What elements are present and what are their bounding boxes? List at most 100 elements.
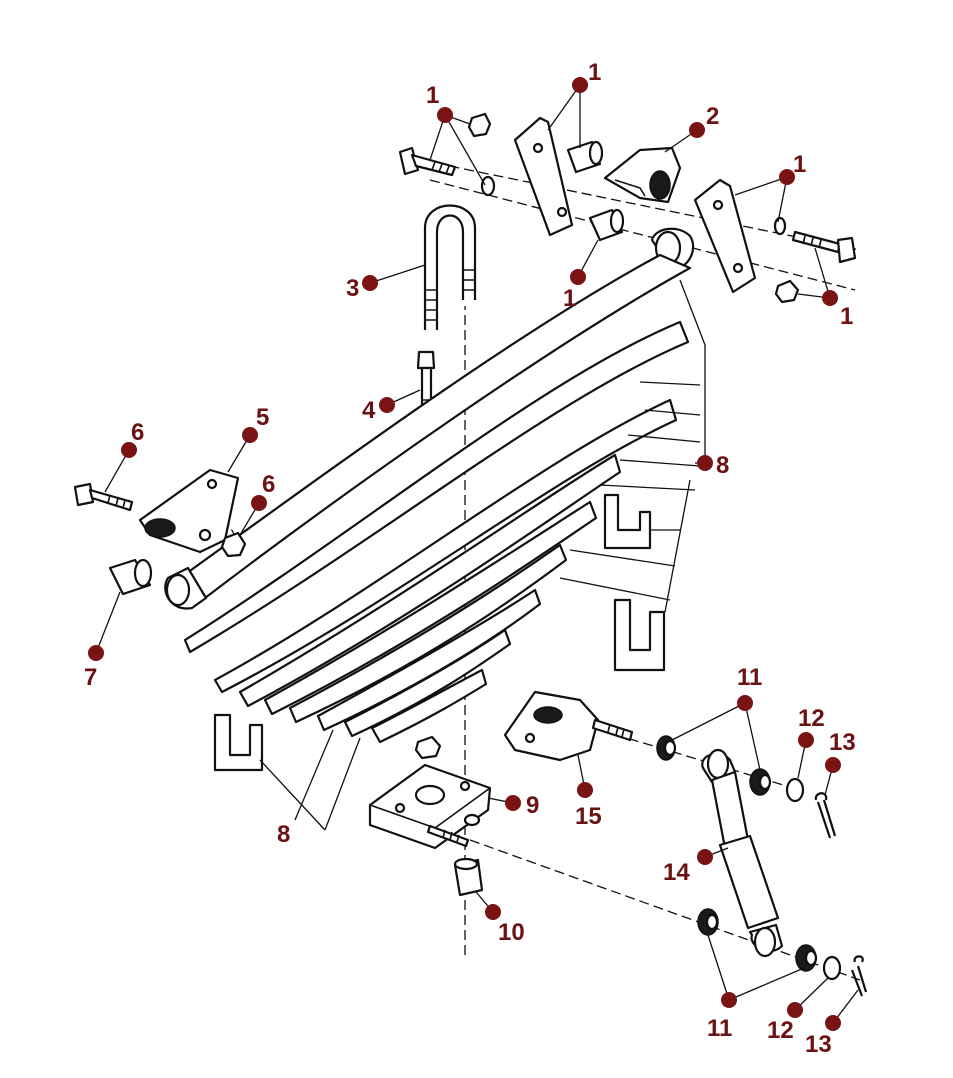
callout-dot [779,169,795,185]
callout-label: 10 [498,919,525,946]
callout-label: 12 [767,1017,794,1044]
shock-washer-upper [785,777,805,803]
leaf-6 [288,543,568,724]
callout-label: 2 [706,103,719,130]
center-bolt-nut [414,735,442,760]
callout-15: 15 [575,782,602,830]
callout-dot [251,495,267,511]
callout-5: 5 [242,404,269,443]
shock-bushing-lower-left [697,908,719,936]
shackle-washer-left [480,175,496,197]
callout-dot [689,122,705,138]
bushing-front [108,558,153,596]
callout-11-top: 11 [737,664,762,711]
spacer-nut-10 [453,857,484,897]
callout-8-right: 8 [697,452,729,479]
callout-1-right-upper: 1 [779,151,806,185]
callout-dot [825,1015,841,1031]
callout-dot [437,107,453,123]
callout-label: 1 [426,82,439,109]
u-bolt [423,204,477,330]
callout-2: 2 [689,103,719,138]
callout-13-top: 13 [825,729,856,773]
shock-bushing-lower-right [795,944,818,972]
shackle-washer-right [773,216,787,236]
callout-label: 5 [256,404,269,431]
callout-dot [572,77,588,93]
callout-dot [577,782,593,798]
callout-6-left: 6 [121,419,144,458]
shackle-nut-top [467,112,492,138]
callout-10: 10 [485,904,525,946]
spring-plate [368,763,492,850]
callout-1-top: 1 [572,59,601,93]
callout-1-bottom: 1 [563,269,586,312]
leaf-5 [263,500,598,716]
leaders-item-8 [259,279,706,831]
leaf-spring-pack [164,253,692,744]
callout-label: 11 [737,664,762,691]
callout-14: 14 [663,849,713,886]
callout-label: 4 [362,397,376,424]
spring-clip-left [213,713,264,772]
callout-label: 12 [798,705,825,732]
frame-hanger-bracket [603,146,682,204]
callout-dot [505,795,521,811]
cotter-pin-lower [850,955,868,997]
callout-4: 4 [362,397,395,424]
callout-dot [485,904,501,920]
callout-label: 7 [84,664,97,691]
callout-label: 11 [707,1015,732,1042]
leaf-9 [370,668,488,744]
hanger-bolt-front [73,482,134,512]
leaf-4 [238,453,622,708]
callout-label: 8 [277,821,290,848]
shackle-plate-left [513,116,574,237]
leaf-2 [183,320,690,654]
shock-mount-bracket [503,690,634,762]
callout-7: 7 [84,645,104,691]
callout-13-bottom: 13 [805,1015,841,1058]
cotter-pin-upper [814,792,837,839]
front-hanger-group [73,468,247,596]
callout-9: 9 [505,792,539,819]
callout-dot [242,427,258,443]
shock-bushing-upper-left [656,735,677,761]
callout-dot [697,849,713,865]
callout-8-left: 8 [277,821,290,848]
hanger-nut-front [220,531,247,558]
shock-absorber [701,748,784,958]
callout-dot [822,290,838,306]
plate-washer [463,813,481,827]
shackle-bolt-left [398,146,457,177]
callout-label: 3 [346,275,359,302]
callout-12-bottom: 12 [767,1002,803,1044]
callout-1-top-left: 1 [426,82,453,123]
callout-dot [121,442,137,458]
leaf-8 [343,628,512,738]
callout-dot [825,757,841,773]
callout-label: 14 [663,859,690,886]
callout-label: 13 [829,729,856,756]
callout-6-right: 6 [251,471,275,511]
callout-label: 1 [588,59,601,86]
callout-11-bottom: 11 [707,992,737,1042]
spring-clip-lower [613,598,666,672]
callout-dot [721,992,737,1008]
callout-dot [737,695,753,711]
callout-12-top: 12 [798,705,825,748]
callout-label: 1 [793,151,806,178]
shock-bushing-upper-right [749,768,772,796]
callout-dot [379,397,395,413]
leaf-3 [213,398,678,694]
callout-label: 6 [262,471,275,498]
shackle-plate-right [693,178,757,294]
callout-label: 9 [526,792,539,819]
callouts: 1 1 1 1 1 2 3 4 [84,59,856,1058]
callout-label: 15 [575,803,602,830]
leaf-main [178,253,692,600]
callout-3: 3 [346,275,378,302]
callout-label: 1 [563,285,576,312]
callout-dot [570,269,586,285]
bushing-lower [588,208,625,242]
